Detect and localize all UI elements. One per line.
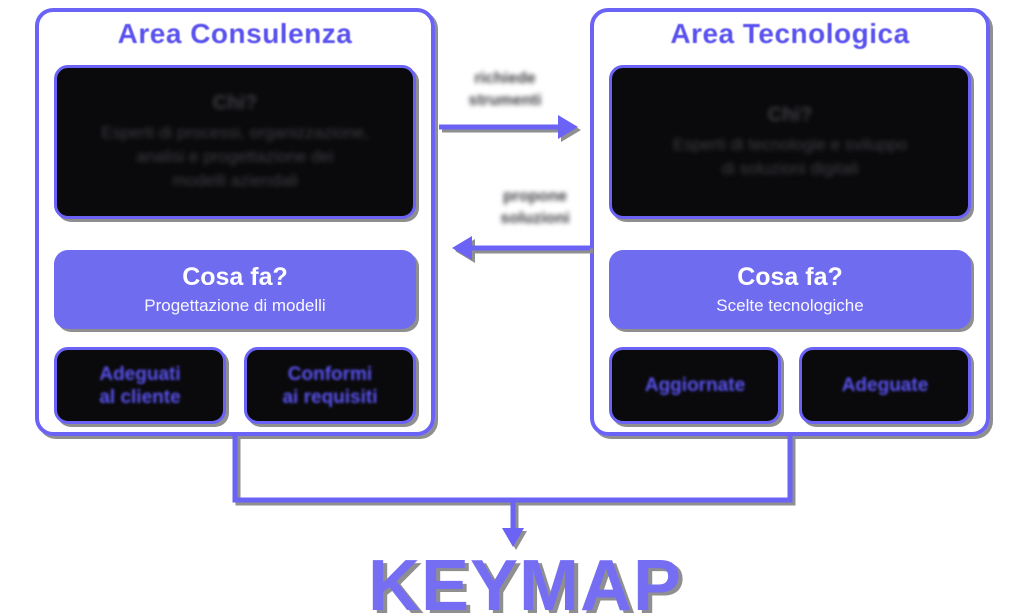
tag-label: al cliente <box>99 386 181 408</box>
tag-aggiornate: Aggiornate <box>609 347 781 424</box>
what-box-tecnologica: Cosa fa? Scelte tecnologiche <box>609 250 971 329</box>
arrow-label-to-tecnologica: richiede strumenti <box>430 68 580 112</box>
tag-label: Aggiornate <box>644 375 746 396</box>
who-line: di soluzioni digitali <box>721 158 859 178</box>
what-subtitle: Progettazione di modelli <box>144 296 326 315</box>
tag-conformi-ai-requisiti: Conformi ai requisiti <box>244 347 416 424</box>
merge-connector-arrow <box>232 434 793 547</box>
who-box-tecnologica: Chi? Esperti di tecnologie e sviluppo di… <box>609 65 971 219</box>
arrow-label-line: strumenti <box>468 92 542 109</box>
tag-label: Adeguate <box>841 375 929 396</box>
who-box-consulenza: Chi? Esperti di processi, organizzazione… <box>54 65 416 219</box>
tag-label: ai requisiti <box>282 386 378 408</box>
tag-row-consulenza: Adeguati al cliente Conformi ai requisit… <box>54 347 416 424</box>
who-line: analisi e progettazione dei <box>136 146 334 166</box>
arrow-label-line: richiede <box>474 70 536 87</box>
who-heading: Chi? <box>767 103 813 126</box>
arrow-label-to-consulenza: propone soluzioni <box>455 186 615 230</box>
area-tecnologica-box: Area Tecnologica Chi? Esperti di tecnolo… <box>590 8 990 436</box>
area-consulenza-box: Area Consulenza Chi? Esperti di processi… <box>35 8 435 436</box>
who-line: Esperti di processi, organizzazione, <box>101 122 369 142</box>
tag-row-tecnologica: Aggiornate Adeguate <box>609 347 971 424</box>
what-subtitle: Scelte tecnologiche <box>716 296 864 315</box>
who-line: Esperti di tecnologie e sviluppo <box>672 134 908 154</box>
tag-label: Adeguati <box>99 363 181 385</box>
arrow-label-line: propone <box>503 188 567 205</box>
arrow-left-icon <box>452 236 590 260</box>
tag-adeguate: Adeguate <box>799 347 971 424</box>
tag-adeguati-al-cliente: Adeguati al cliente <box>54 347 226 424</box>
who-heading: Chi? <box>212 91 258 114</box>
tag-label: Conformi <box>287 363 373 385</box>
what-heading: Cosa fa? <box>737 263 843 291</box>
area-consulenza-title: Area Consulenza <box>117 18 353 49</box>
keymap-logo: KEYMAP <box>367 546 683 613</box>
arrow-right-icon <box>439 115 578 139</box>
area-tecnologica-title: Area Tecnologica <box>670 18 910 49</box>
who-line: modelli aziendali <box>172 170 298 190</box>
what-heading: Cosa fa? <box>182 263 288 291</box>
arrow-label-line: soluzioni <box>500 210 570 227</box>
what-box-consulenza: Cosa fa? Progettazione di modelli <box>54 250 416 329</box>
